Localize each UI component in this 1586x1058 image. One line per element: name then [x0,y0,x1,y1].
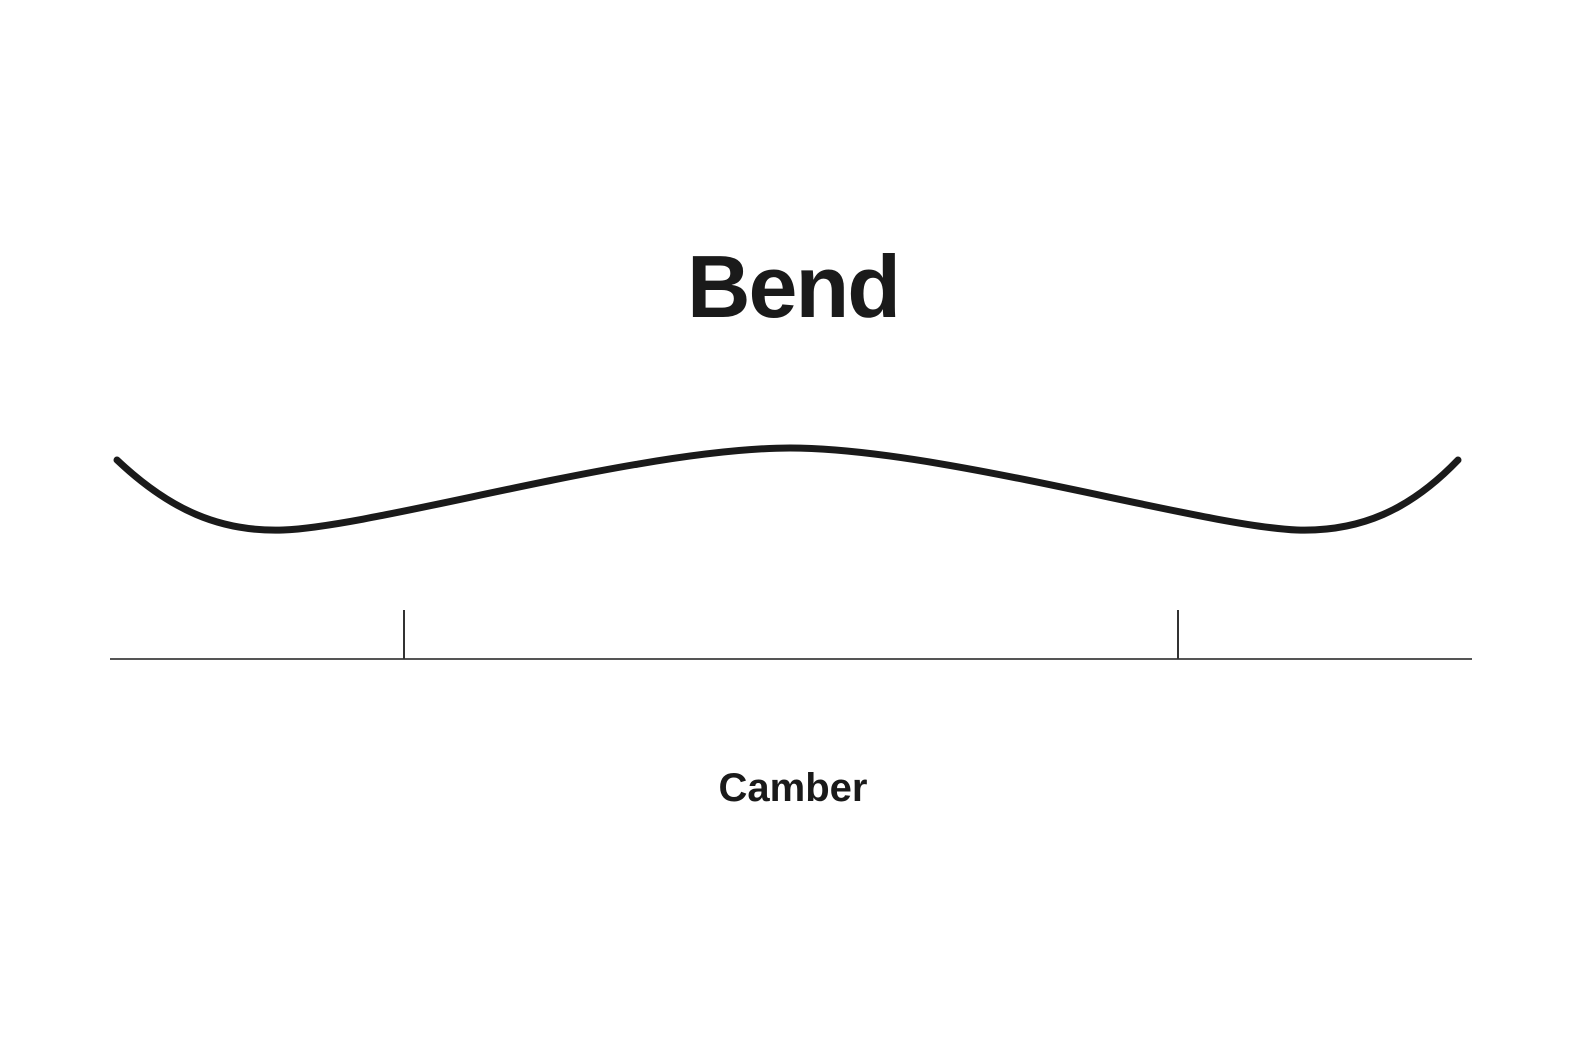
diagram-title: Bend [687,237,901,336]
profile-label: Camber [718,766,868,810]
board-profile-curve [113,444,1462,534]
